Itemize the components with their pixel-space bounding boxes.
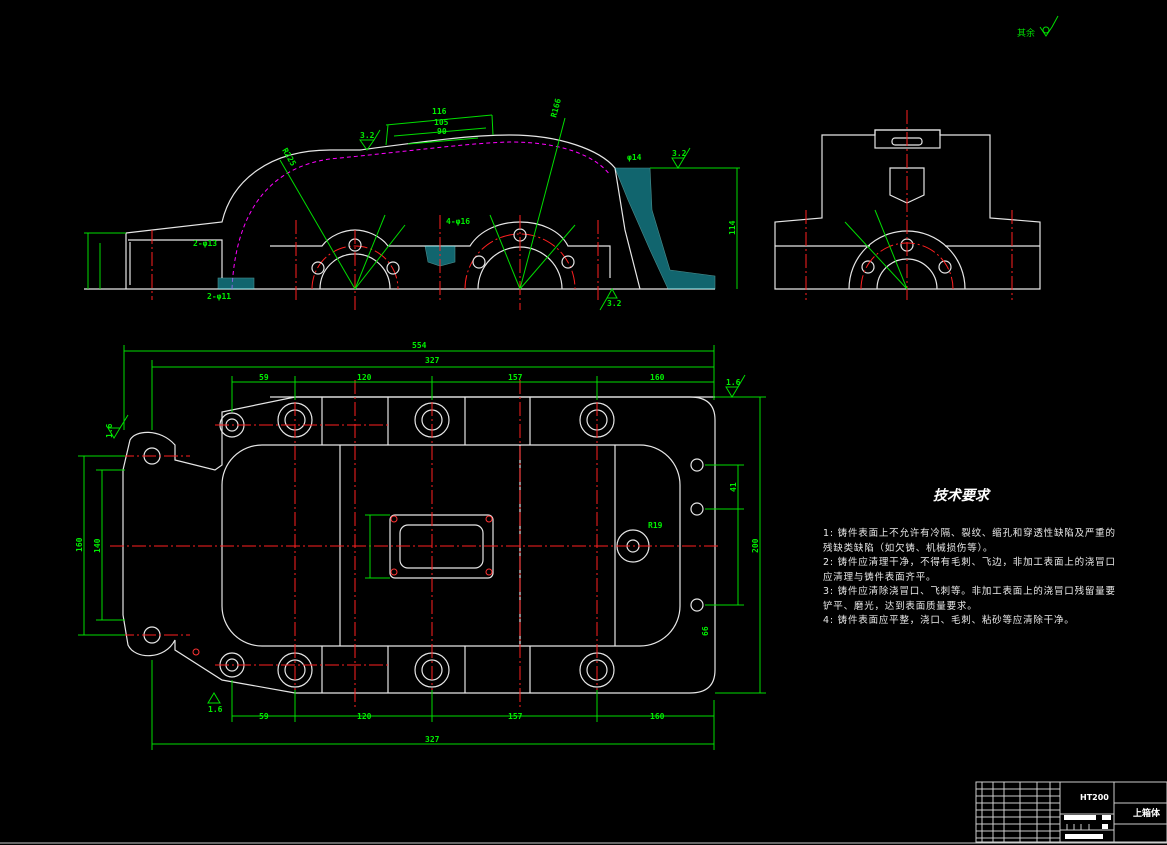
dimension-labels: 554 327 327 59 120 157 160 59 120 157 16… bbox=[75, 97, 760, 744]
dim-105: 105 bbox=[434, 118, 449, 127]
dim-327-top: 327 bbox=[425, 356, 440, 365]
roughness-plan-top: 1.6 bbox=[726, 378, 741, 387]
dim-160-left: 160 bbox=[75, 537, 84, 552]
dim-90: 90 bbox=[437, 127, 447, 136]
dim-140-left: 140 bbox=[93, 538, 102, 553]
tech-requirements-title: 技术要求 bbox=[933, 488, 989, 504]
tech-requirement-item: 2: 铸件应清理干净，不得有毛刺、飞边，非加工表面上的浇冒口应清理与铸件表面齐平… bbox=[823, 557, 1116, 583]
dim-114: 114 bbox=[728, 220, 737, 235]
hole-callout-4: 4-φ16 bbox=[446, 217, 470, 226]
title-block bbox=[975, 781, 1167, 843]
roughness-3-2-right: 3.2 bbox=[672, 149, 687, 158]
dim-157: 157 bbox=[508, 373, 523, 382]
dim-327-bottom: 327 bbox=[425, 735, 440, 744]
dim-554: 554 bbox=[412, 341, 427, 350]
roughness-circle bbox=[1042, 26, 1050, 34]
dim-phi14: φ14 bbox=[627, 153, 642, 162]
surface-roughness-note: 其余 bbox=[1017, 29, 1036, 39]
dim-59-b: 59 bbox=[259, 712, 269, 721]
dim-120-b: 120 bbox=[357, 712, 372, 721]
dim-66-right: 66 bbox=[701, 626, 710, 636]
dim-116: 116 bbox=[432, 107, 447, 116]
roughness-3-2-top: 3.2 bbox=[360, 131, 375, 140]
technical-requirements: 技术要求 1: 铸件表面上不允许有冷隔、裂纹、缩孔和穿透性缺陷及严重的残缺类缺陷… bbox=[823, 485, 1123, 629]
hole-callout-2b: 2-φ11 bbox=[207, 292, 231, 301]
tech-requirement-item: 3: 铸件应清除浇冒口、飞刺等。非加工表面上的浇冒口残留量要铲平、磨光，达到表面… bbox=[823, 586, 1116, 612]
dim-59: 59 bbox=[259, 373, 269, 382]
side-view bbox=[774, 110, 1041, 300]
roughness-3-2-bottom: 3.2 bbox=[607, 299, 622, 308]
title-block-part-name: 上箱体 bbox=[1133, 809, 1161, 819]
tech-requirement-item: 4: 铸件表面应平整，浇口、毛刺、粘砂等应清除干净。 bbox=[823, 615, 1075, 626]
plan-view bbox=[78, 345, 766, 750]
dim-41-right: 41 bbox=[729, 482, 738, 492]
dim-r166: R166 bbox=[549, 97, 563, 118]
dim-200-right: 200 bbox=[751, 538, 760, 553]
dim-120: 120 bbox=[357, 373, 372, 382]
roughness-symbol bbox=[1039, 15, 1059, 37]
roughness-plan-bottom: 1.6 bbox=[208, 705, 223, 714]
hole-callout-2: 2-φ13 bbox=[193, 239, 217, 248]
roughness-plan-left: 1.6 bbox=[105, 423, 114, 438]
title-block-material: HT200 bbox=[1080, 793, 1109, 802]
dim-160: 160 bbox=[650, 373, 665, 382]
front-view bbox=[84, 114, 740, 311]
tech-requirement-item: 1: 铸件表面上不允许有冷隔、裂纹、缩孔和穿透性缺陷及严重的残缺类缺陷（如欠铸、… bbox=[823, 528, 1116, 554]
dim-160-b: 160 bbox=[650, 712, 665, 721]
dim-157-b: 157 bbox=[508, 712, 523, 721]
dim-r19: R19 bbox=[648, 521, 663, 530]
